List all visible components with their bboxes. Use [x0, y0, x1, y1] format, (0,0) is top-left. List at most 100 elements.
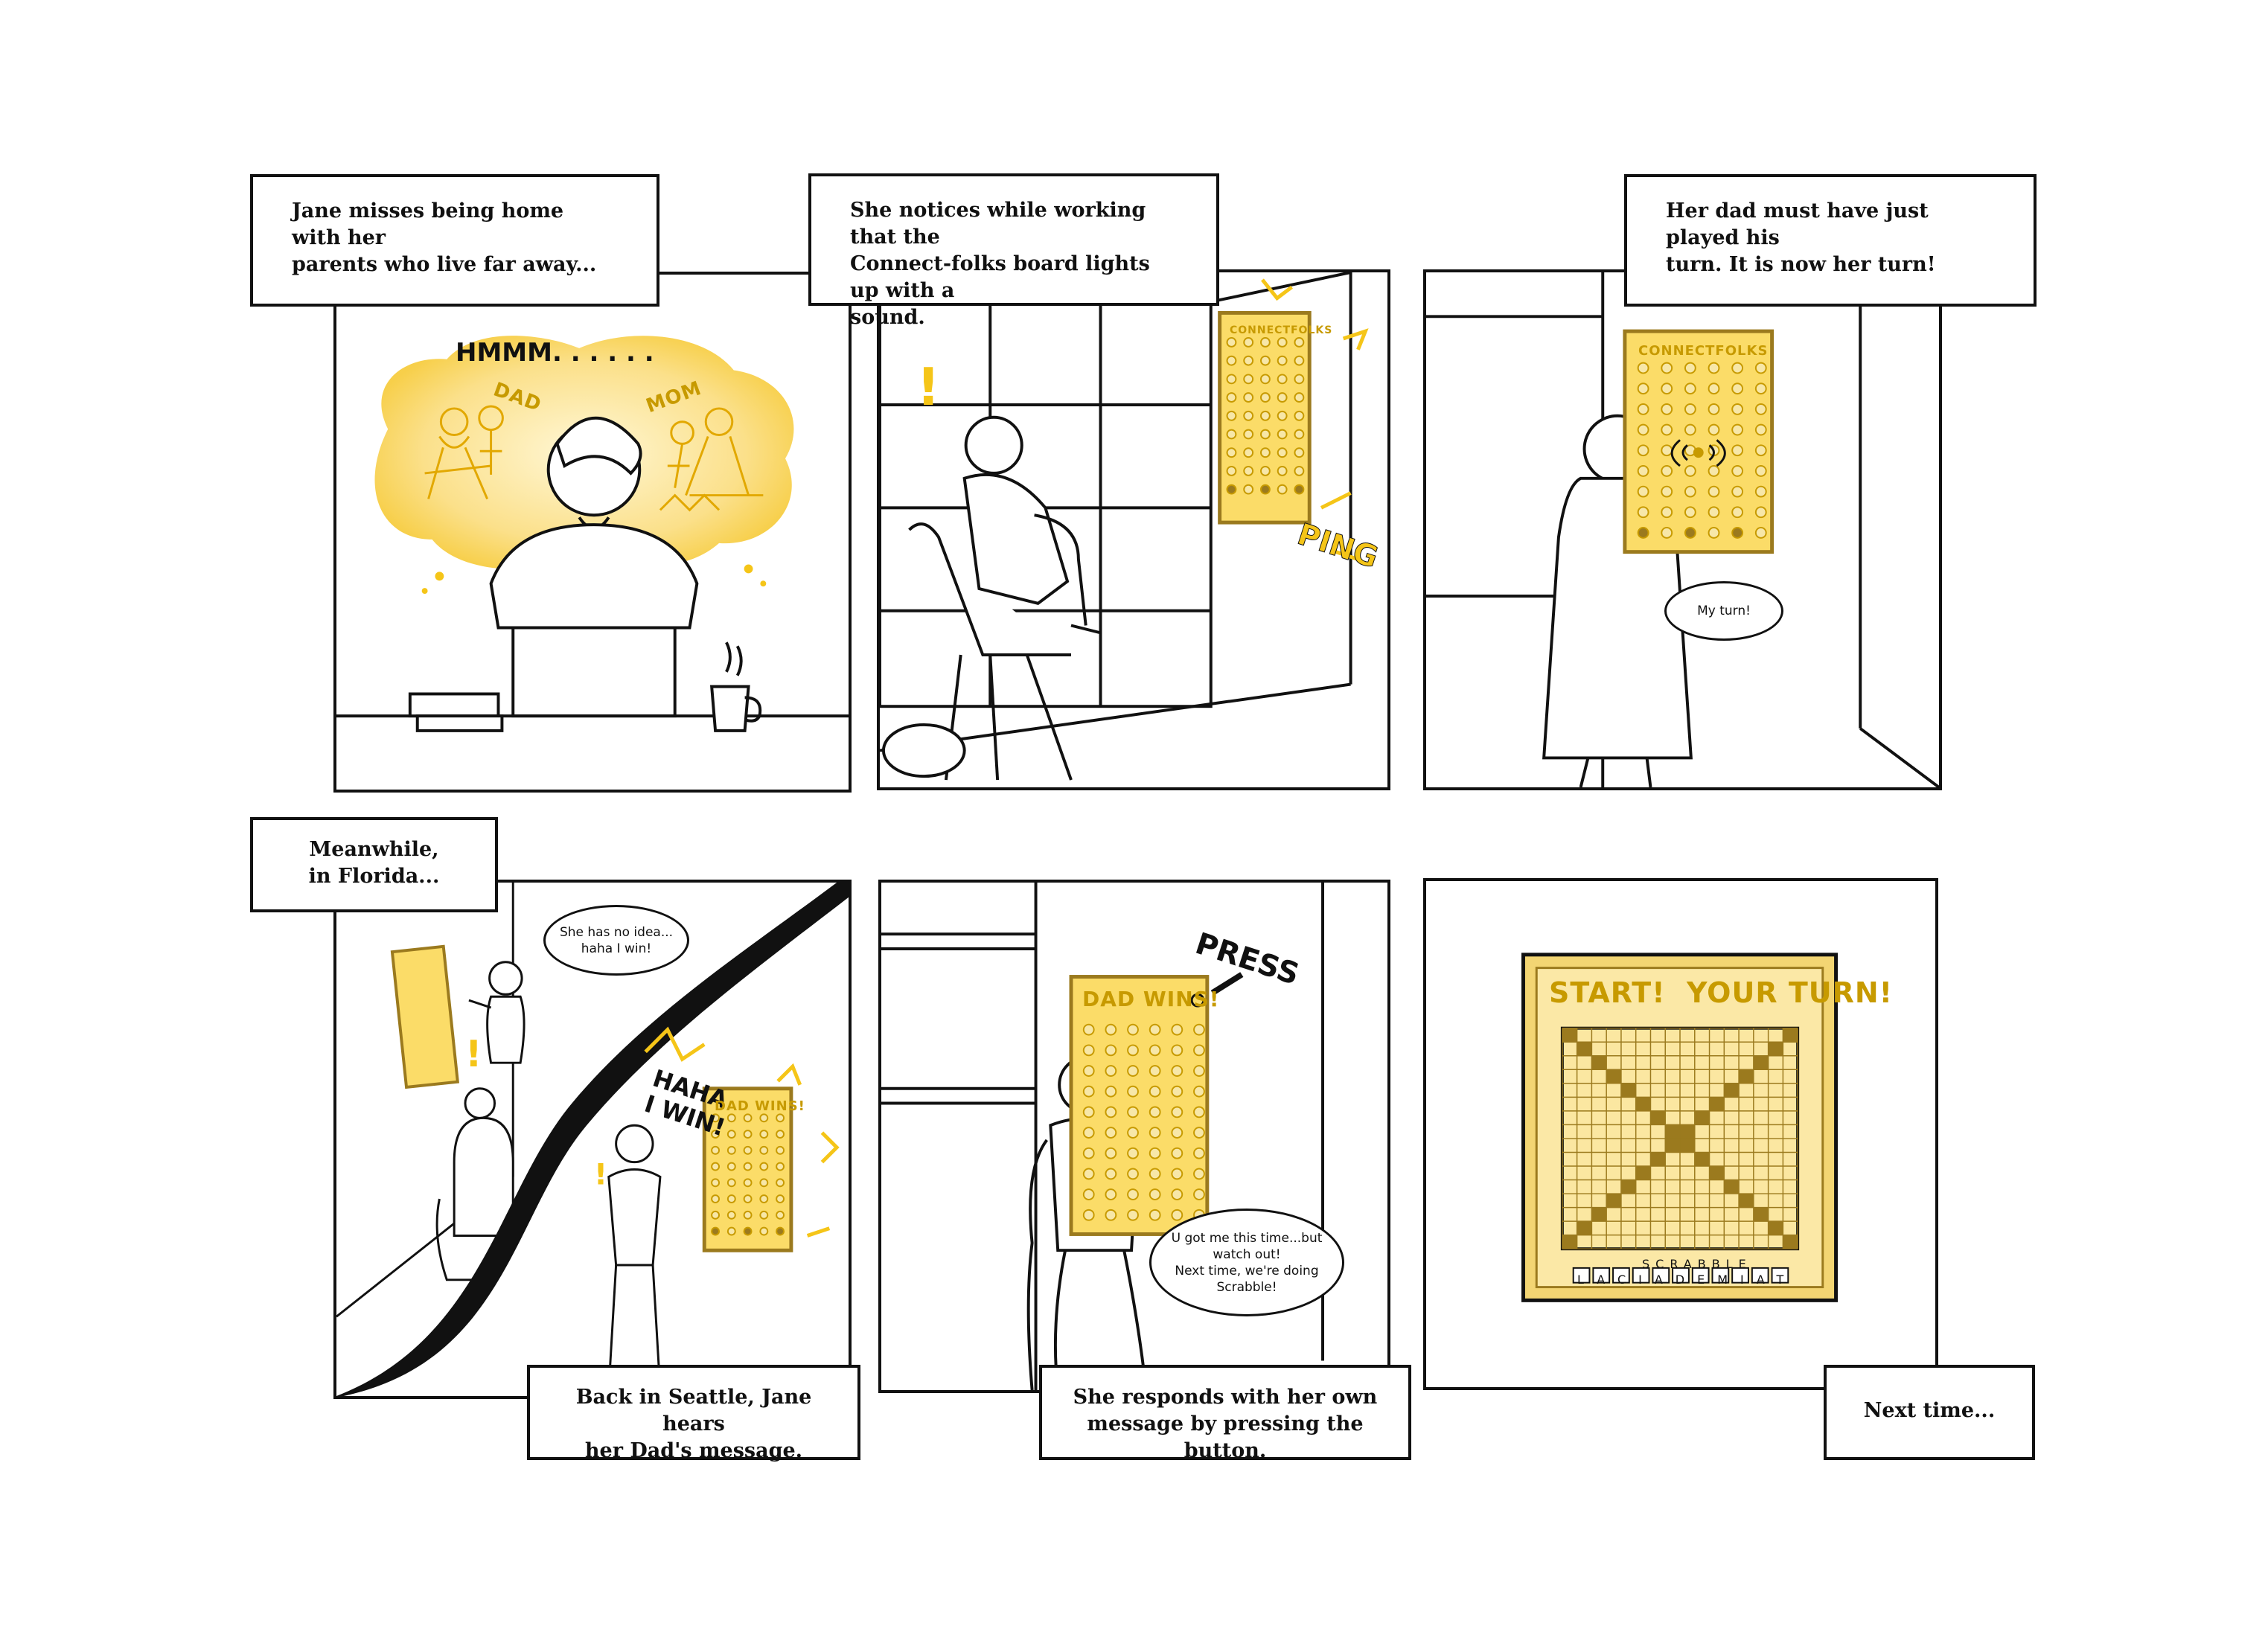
board-slot: [1149, 1147, 1161, 1159]
board-slot: [1105, 1147, 1117, 1159]
board-slot: [1294, 429, 1305, 440]
board-slot: [1661, 527, 1673, 539]
board-slot: [1127, 1044, 1139, 1057]
panel-1-caption: Jane misses being home with her parents …: [250, 174, 659, 307]
board-slot: [1171, 1188, 1183, 1200]
board-slot: [1661, 383, 1673, 395]
board-slot: [776, 1178, 785, 1188]
board-slot: [1684, 465, 1696, 477]
premium-square: [1709, 1165, 1725, 1180]
board-slot: [1243, 429, 1254, 440]
board-slot: [711, 1113, 721, 1123]
board-slot: [1661, 423, 1673, 436]
board-slot: [1149, 1044, 1161, 1057]
premium-square: [1739, 1069, 1754, 1084]
board-slot: [1731, 444, 1744, 457]
panel-6-caption: Next time...: [1824, 1365, 2035, 1460]
board-slot: [1193, 1168, 1205, 1180]
board-slot: [1637, 403, 1649, 415]
board-slot: [711, 1210, 721, 1220]
letter-tile: [1572, 1267, 1591, 1284]
board-slot: [1637, 383, 1649, 395]
board-slot: [1149, 1188, 1161, 1200]
board-slot: [726, 1210, 736, 1220]
board-slot: [1171, 1147, 1183, 1159]
panel-1: HMMM. . . . . . DAD MOM: [333, 272, 852, 793]
board-slot: [1277, 466, 1288, 476]
premium-square: [1724, 1083, 1740, 1098]
board-slot: [1684, 403, 1696, 415]
panel-3: CONNECTFOLKS My turn!: [1423, 269, 1942, 790]
letter-tile: [1711, 1267, 1730, 1284]
board-slot: [1754, 362, 1767, 374]
board-slot: [1754, 485, 1767, 498]
board-slot: [1637, 423, 1649, 436]
board-slot: [1127, 1023, 1139, 1036]
board-slot: [759, 1113, 769, 1123]
panel-3-caption: Her dad must have just played his turn. …: [1624, 174, 2037, 307]
board-slot: [743, 1210, 753, 1220]
svg-text:!: !: [465, 1032, 482, 1075]
board-slot: [1105, 1085, 1117, 1098]
premium-square: [1768, 1221, 1783, 1235]
premium-square: [1591, 1055, 1607, 1070]
premium-square: [1577, 1042, 1592, 1056]
board-slot: [1082, 1147, 1095, 1159]
board-slot: [1294, 410, 1305, 421]
board-slot: [1260, 484, 1271, 495]
board-slot: [1277, 374, 1288, 385]
board-slot: [1684, 383, 1696, 395]
board-slot: [1105, 1168, 1117, 1180]
board-slot: [1684, 485, 1696, 498]
board-slot: [1277, 392, 1288, 403]
board-slot: [759, 1194, 769, 1203]
board-slot: [776, 1226, 785, 1236]
board-slot: [1149, 1209, 1161, 1221]
board-slot: [1754, 527, 1767, 539]
board-slot: [1226, 447, 1237, 458]
board-slot: [1661, 506, 1673, 519]
board-slot: [726, 1194, 736, 1203]
board-slot: [1193, 1188, 1205, 1200]
panel-4-caption-bottom: Back in Seattle, Jane hears her Dad's me…: [527, 1365, 860, 1462]
board-slot: [1082, 1127, 1095, 1139]
board-slot: [1127, 1127, 1139, 1139]
my-turn-speech-bubble: My turn!: [1664, 581, 1783, 641]
premium-square: [1680, 1138, 1695, 1153]
board-slot: [1260, 447, 1271, 458]
board-slot: [1105, 1188, 1117, 1200]
dad-wins-board-title: DAD WINS!: [1082, 987, 1220, 1011]
letter-tile: [1612, 1267, 1630, 1284]
board-slot: [1731, 383, 1744, 395]
premium-square: [1577, 1221, 1592, 1235]
board-slot: [1731, 465, 1744, 477]
board-slot: [1127, 1209, 1139, 1221]
she-has-no-idea-speech-bubble: She has no idea... haha I win!: [543, 905, 689, 976]
board-slot: [1082, 1188, 1095, 1200]
board-slot: [1731, 485, 1744, 498]
premium-square: [1783, 1028, 1798, 1043]
board-slot: [1637, 506, 1649, 519]
board-slot: [1171, 1065, 1183, 1077]
board-slot: [1708, 527, 1720, 539]
premium-square: [1768, 1042, 1783, 1056]
board-slot: [1127, 1147, 1139, 1159]
letter-tile: [1632, 1267, 1650, 1284]
premium-square: [1635, 1097, 1651, 1111]
board-slot: [1708, 362, 1720, 374]
board-slot: [1684, 362, 1696, 374]
board-slot: [1226, 466, 1237, 476]
board-slot: [1661, 362, 1673, 374]
board-slot: [1661, 444, 1673, 457]
board-slot: [1193, 1127, 1205, 1139]
u-got-me-speech-bubble: U got me this time...but watch out! Next…: [1149, 1209, 1344, 1316]
board-slot: [743, 1226, 753, 1236]
premium-square: [1753, 1207, 1769, 1222]
panel-2: ! CONNECTFOLKS PING: [877, 269, 1390, 790]
board-slot: [1243, 447, 1254, 458]
board-slot: [1243, 410, 1254, 421]
board-slot: [1637, 362, 1649, 374]
board-slot: [1171, 1085, 1183, 1098]
board-slot: [1127, 1188, 1139, 1200]
scrabble-tiles-row: LACIADEMIAT: [1577, 1273, 1797, 1287]
